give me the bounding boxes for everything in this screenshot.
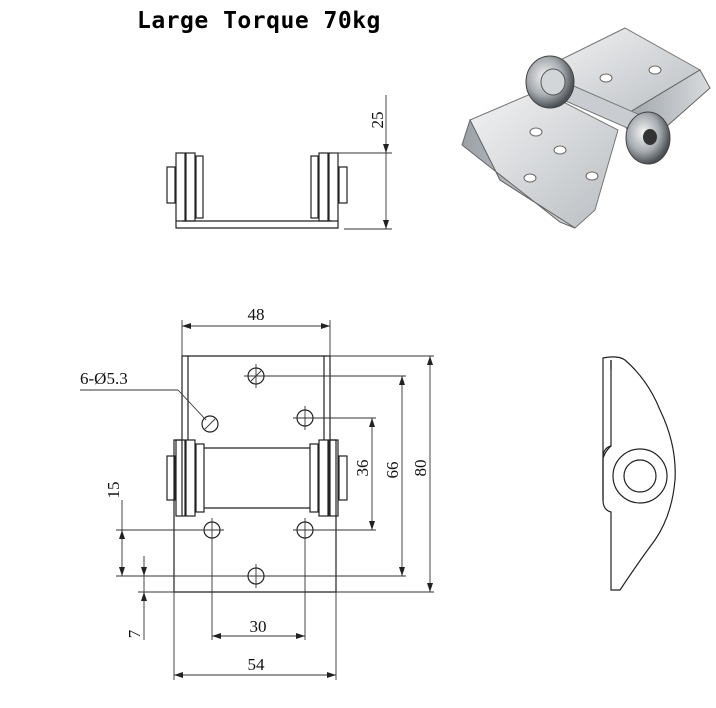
dim-66-label: 66 bbox=[383, 462, 402, 479]
dim-25-label: 25 bbox=[368, 112, 387, 129]
dim-15-label: 15 bbox=[104, 482, 123, 499]
mounting-holes bbox=[200, 364, 317, 588]
front-view: 6-Ø5.3 48 36 66 80 15 7 bbox=[80, 305, 434, 680]
dim-80-label: 80 bbox=[411, 460, 430, 477]
dim-54-label: 54 bbox=[248, 655, 266, 674]
hole-spec-label: 6-Ø5.3 bbox=[80, 369, 128, 388]
end-view bbox=[602, 356, 676, 591]
dim-7-label: 7 bbox=[125, 629, 144, 638]
dim-30-label: 30 bbox=[250, 617, 267, 636]
dim-36-label: 36 bbox=[353, 460, 372, 477]
hinge-photo bbox=[461, 27, 711, 229]
dim-48-label: 48 bbox=[248, 305, 265, 324]
side-view: 25 bbox=[166, 95, 392, 230]
drawing-title: Large Torque 70kg bbox=[137, 8, 381, 34]
